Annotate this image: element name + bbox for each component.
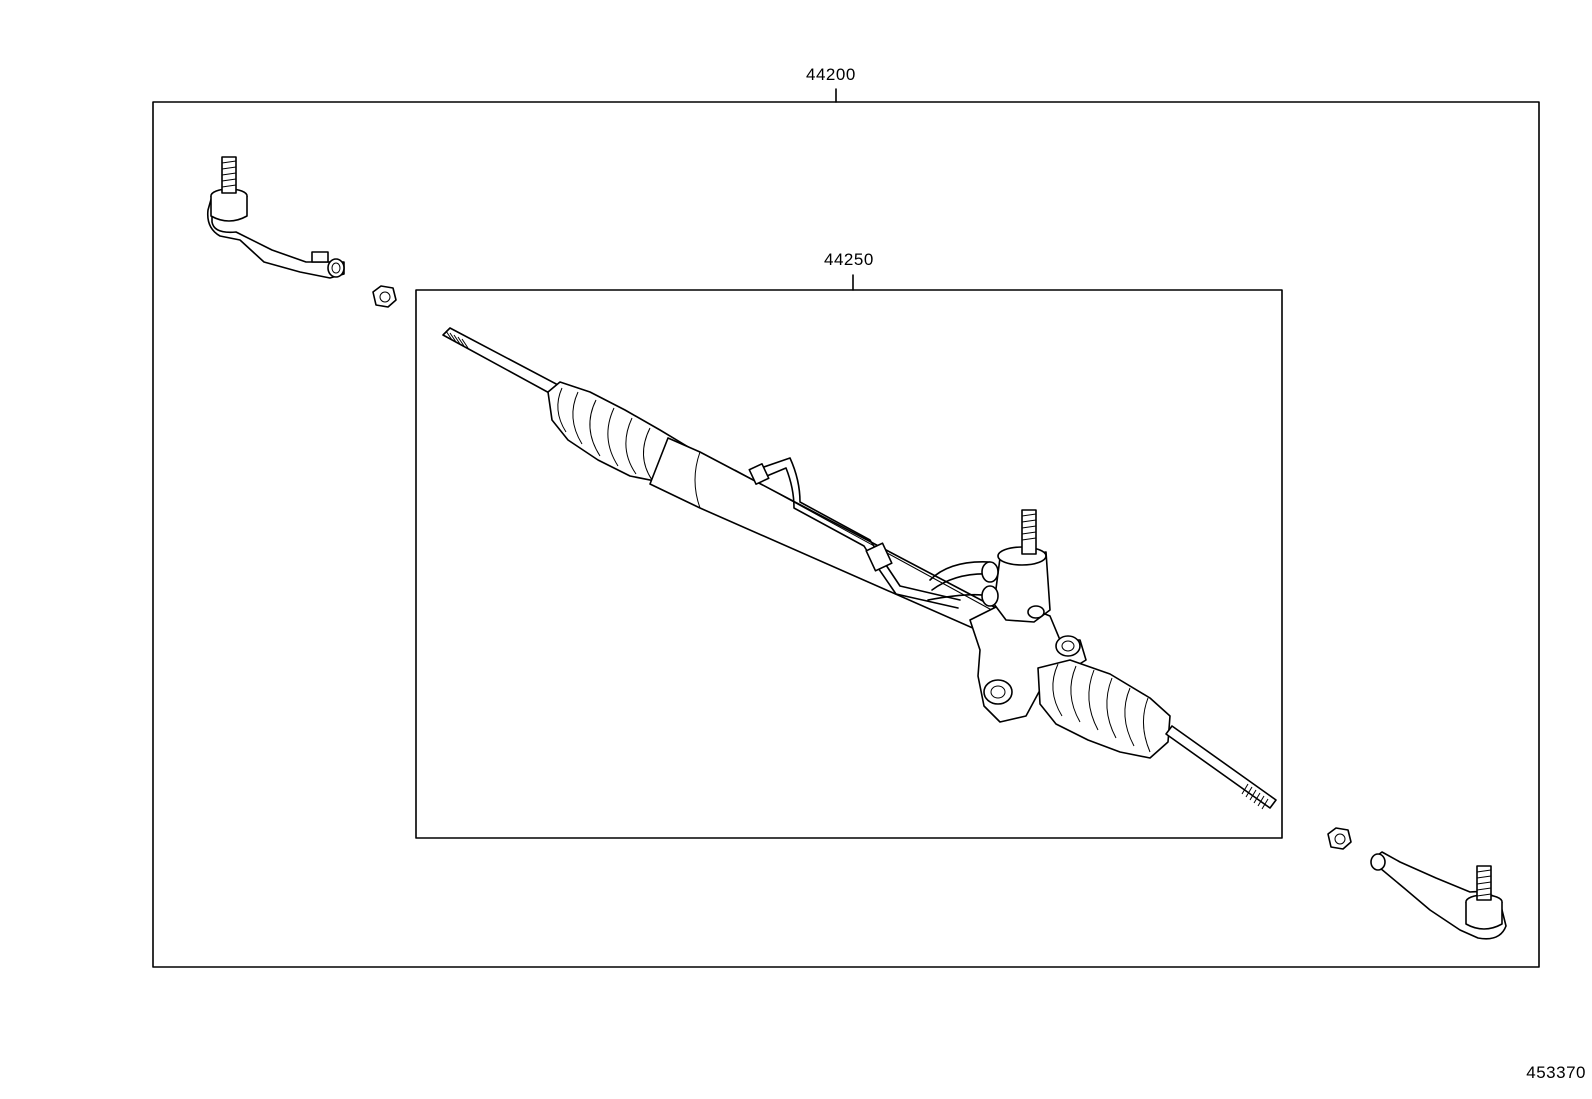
nut-right [1327,827,1352,850]
tie-rod-end-right [1370,851,1507,940]
figure-code: 453370 [1526,1063,1586,1082]
tie-rod-end-left [206,156,345,279]
callout-44250: 44250 [824,250,874,269]
steering-rack [442,327,1277,810]
callout-44200: 44200 [806,65,856,84]
assembly-frame [152,101,1540,968]
gear-assembly-frame [415,289,1283,839]
nut-left [372,285,397,308]
